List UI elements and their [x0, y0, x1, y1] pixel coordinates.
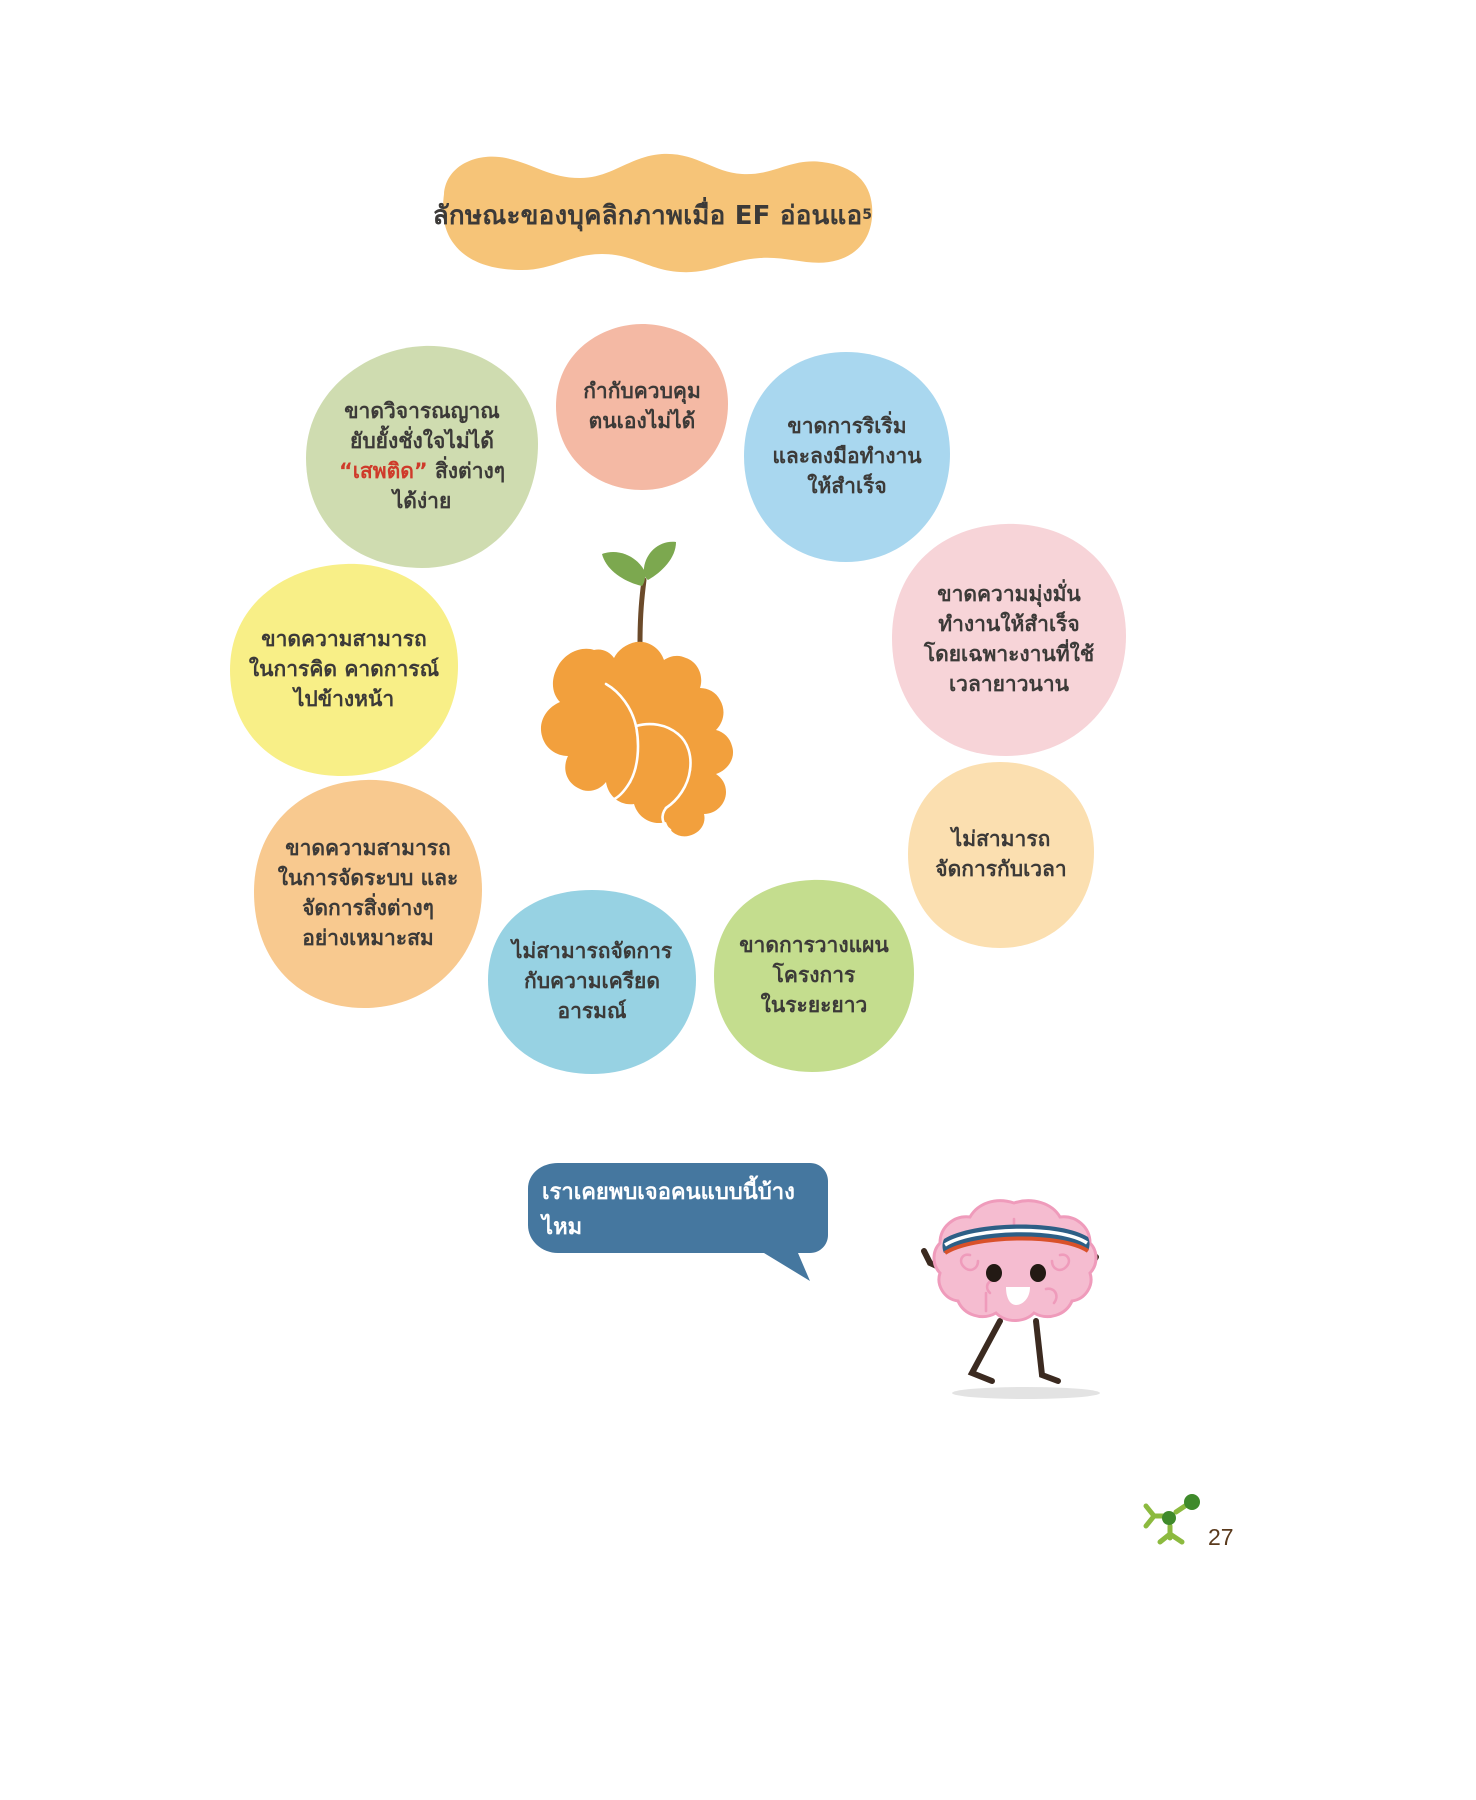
sprout-leaf-left — [602, 551, 646, 586]
bubble-time[interactable]: ไม่สามารถ จัดการกับเวลา — [906, 760, 1096, 950]
judgement-text-highlight: “เสพติด” — [338, 459, 428, 483]
center-brain-illustration — [520, 524, 756, 844]
bubble-shape — [714, 879, 914, 1072]
bubble-label: ขาดความสามารถ ในการคิด คาดการณ์ ไปข้างหน… — [248, 627, 440, 711]
judgement-text-after: สิ่งต่างๆ ได้ง่าย — [392, 459, 506, 513]
sprout-stem — [637, 577, 647, 647]
bubble-label: ขาดการริเริ่ม และลงมือทำงาน ให้สำเร็จ — [772, 414, 922, 498]
bubble-shape — [744, 352, 950, 562]
bubble-label: ขาดความมุ่งมั่น ทำงานให้สำเร็จ โดยเฉพาะง… — [923, 582, 1095, 696]
mascot-headband-stripe-white — [944, 1228, 1088, 1247]
brain-character-icon — [921, 1199, 1100, 1399]
mascot-eye-left — [986, 1264, 1002, 1282]
bubble-persistence[interactable]: ขาดความมุ่งมั่น ทำงานให้สำเร็จ โดยเฉพาะง… — [890, 522, 1128, 758]
bubble-label: ขาดการวางแผน โครงการ ในระยะยาว — [739, 933, 889, 1017]
title-banner-shape — [443, 153, 873, 273]
bubble-label: ขาดความสามารถ ในการจัดระบบ และ จัดการสิ่… — [277, 836, 459, 950]
bubble-shape — [306, 345, 538, 568]
page-number: 27 — [1208, 1524, 1234, 1550]
page-title-text: ลักษณะของบุคลิกภาพเมื่อ EF อ่อนแอ — [432, 200, 863, 231]
green-network-logo-icon — [1143, 1494, 1200, 1545]
speech-bubble-label: เราเคยพบเจอคนแบบนี้บ้างไหม — [542, 1180, 795, 1240]
mascot-eye-right — [1030, 1264, 1046, 1282]
bubble-organize[interactable]: ขาดความสามารถ ในการจัดระบบ และ จัดการสิ่… — [252, 778, 484, 1010]
brain-fold-lines — [604, 682, 692, 832]
brain-mascot — [900, 1185, 1130, 1405]
mascot-legs — [967, 1318, 1061, 1384]
bubble-shape — [556, 324, 728, 490]
page-title-superscript: 5 — [862, 207, 873, 223]
judgement-text-before: ขาดวิจารณญาณ ยับยั้งชั่งใจไม่ได้ — [344, 399, 500, 454]
mascot-mouth — [1006, 1287, 1030, 1305]
bubble-shape — [908, 762, 1094, 948]
bubble-initiate[interactable]: ขาดการริเริ่ม และลงมือทำงาน ให้สำเร็จ — [742, 350, 952, 564]
bubble-shape — [254, 779, 482, 1008]
bubble-label: ไม่สามารถจัดการ กับความเครียด อารมณ์ — [511, 939, 673, 1023]
brain-sprout-icon — [540, 541, 734, 837]
bubble-forethought[interactable]: ขาดความสามารถ ในการคิด คาดการณ์ ไปข้างหน… — [228, 562, 460, 778]
sprout-leaf-right — [643, 541, 676, 580]
bubble-label: ขาดวิจารณญาณ ยับยั้งชั่งใจไม่ได้ “เสพติด… — [329, 397, 515, 516]
bubble-shape — [892, 523, 1126, 756]
bubble-shape — [488, 890, 696, 1074]
bubble-label: ไม่สามารถ จัดการกับเวลา — [935, 827, 1067, 881]
bubble-self-regulation[interactable]: กำกับควบคุม ตนเองไม่ได้ — [554, 322, 730, 492]
speech-bubble: เราเคยพบเจอคนแบบนี้บ้างไหม — [528, 1163, 828, 1281]
speech-bubble-shape — [528, 1163, 828, 1281]
mascot-shadow — [952, 1387, 1100, 1399]
bubble-planning[interactable]: ขาดการวางแผน โครงการ ในระยะยาว — [712, 878, 916, 1074]
bubble-label: กำกับควบคุม ตนเองไม่ได้ — [583, 379, 701, 433]
mascot-headband-stripe-orange — [943, 1236, 1090, 1255]
logo-node-top — [1184, 1494, 1200, 1510]
logo-node-center — [1162, 1511, 1176, 1525]
bubble-shape — [230, 563, 458, 776]
bubble-judgement[interactable]: ขาดวิจารณญาณ ยับยั้งชั่งใจไม่ได้ “เสพติด… — [304, 344, 540, 570]
footer-logo — [1136, 1490, 1208, 1556]
bubble-stress[interactable]: ไม่สามารถจัดการ กับความเครียด อารมณ์ — [486, 888, 698, 1076]
